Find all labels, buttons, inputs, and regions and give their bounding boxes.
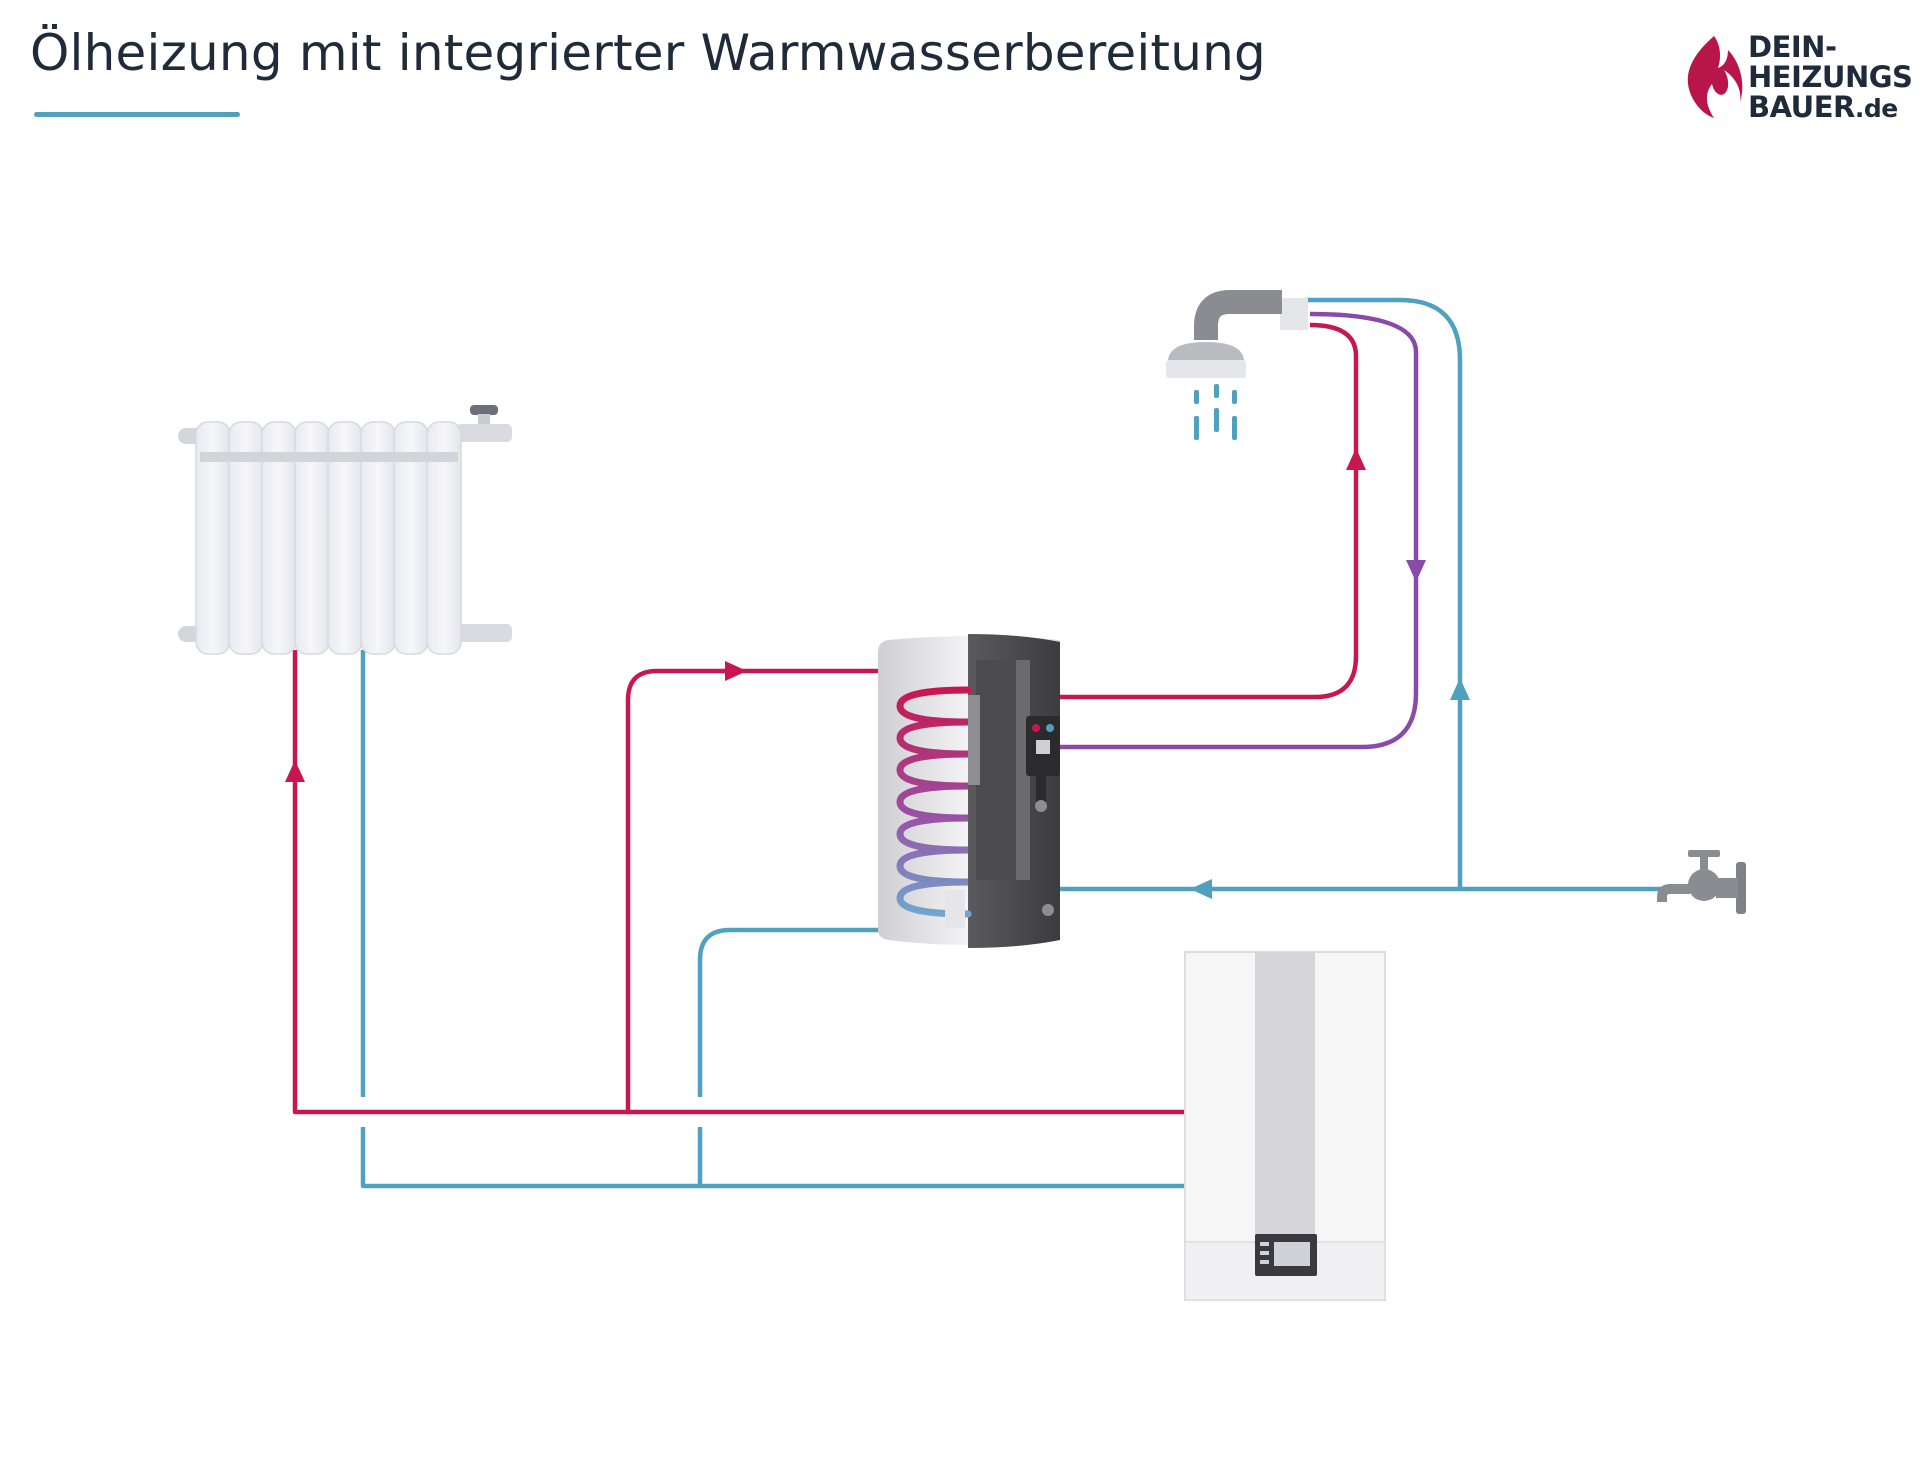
- oil-boiler-icon: [1184, 951, 1386, 1301]
- domestic-hot-water-pipe: [1060, 322, 1359, 700]
- arrow-up-radiator-flow: [285, 760, 305, 782]
- hot-water-pipes: [292, 322, 1359, 1115]
- circulation-pipe: [1060, 311, 1419, 750]
- boiler-return-pipe: [360, 1127, 1185, 1189]
- heating-flow-pipe: [292, 650, 1185, 1115]
- water-tap-icon: [1657, 850, 1746, 914]
- radiator-icon: [178, 405, 512, 655]
- boiler-display: [1255, 1234, 1317, 1276]
- logo-line-3-main: BAUER: [1748, 90, 1855, 124]
- shower-head-icon: [1166, 290, 1308, 440]
- logo-line-3: BAUER.de: [1748, 92, 1912, 124]
- water-drops: [1194, 384, 1237, 440]
- arrow-up-cold-shower: [1450, 678, 1470, 700]
- title-underline: [34, 112, 240, 117]
- arrow-down-circulation: [1406, 560, 1426, 582]
- logo-line-3-suffix: .de: [1854, 94, 1898, 123]
- heating-coil: [896, 686, 972, 918]
- flow-arrows: [285, 448, 1470, 899]
- logo-line-1: DEIN-: [1748, 30, 1837, 64]
- tank-coil-flow-pipe: [625, 668, 878, 1112]
- flame-logo-icon: [1687, 36, 1743, 118]
- brand-logo: DEIN- HEIZUNGS BAUER.de: [1684, 32, 1913, 124]
- logo-text: DEIN- HEIZUNGS BAUER.de: [1748, 30, 1913, 124]
- arrow-up-hot-water: [1346, 448, 1366, 470]
- shower-cold-pipe: [1305, 297, 1463, 889]
- cold-water-pipes: [360, 297, 1680, 1189]
- arrow-left-cold-supply: [1190, 879, 1212, 899]
- circulation-pipes: [1060, 311, 1419, 750]
- arrow-right-coil-flow: [725, 661, 747, 681]
- hot-water-tank-icon: [878, 634, 1060, 948]
- page-title: Ölheizung mit integrierter Warmwasserber…: [30, 24, 1266, 82]
- tank-coil-return-pipe: [697, 927, 958, 1097]
- tank-control-unit: [1026, 716, 1060, 916]
- logo-line-2: HEIZUNGS: [1748, 60, 1913, 94]
